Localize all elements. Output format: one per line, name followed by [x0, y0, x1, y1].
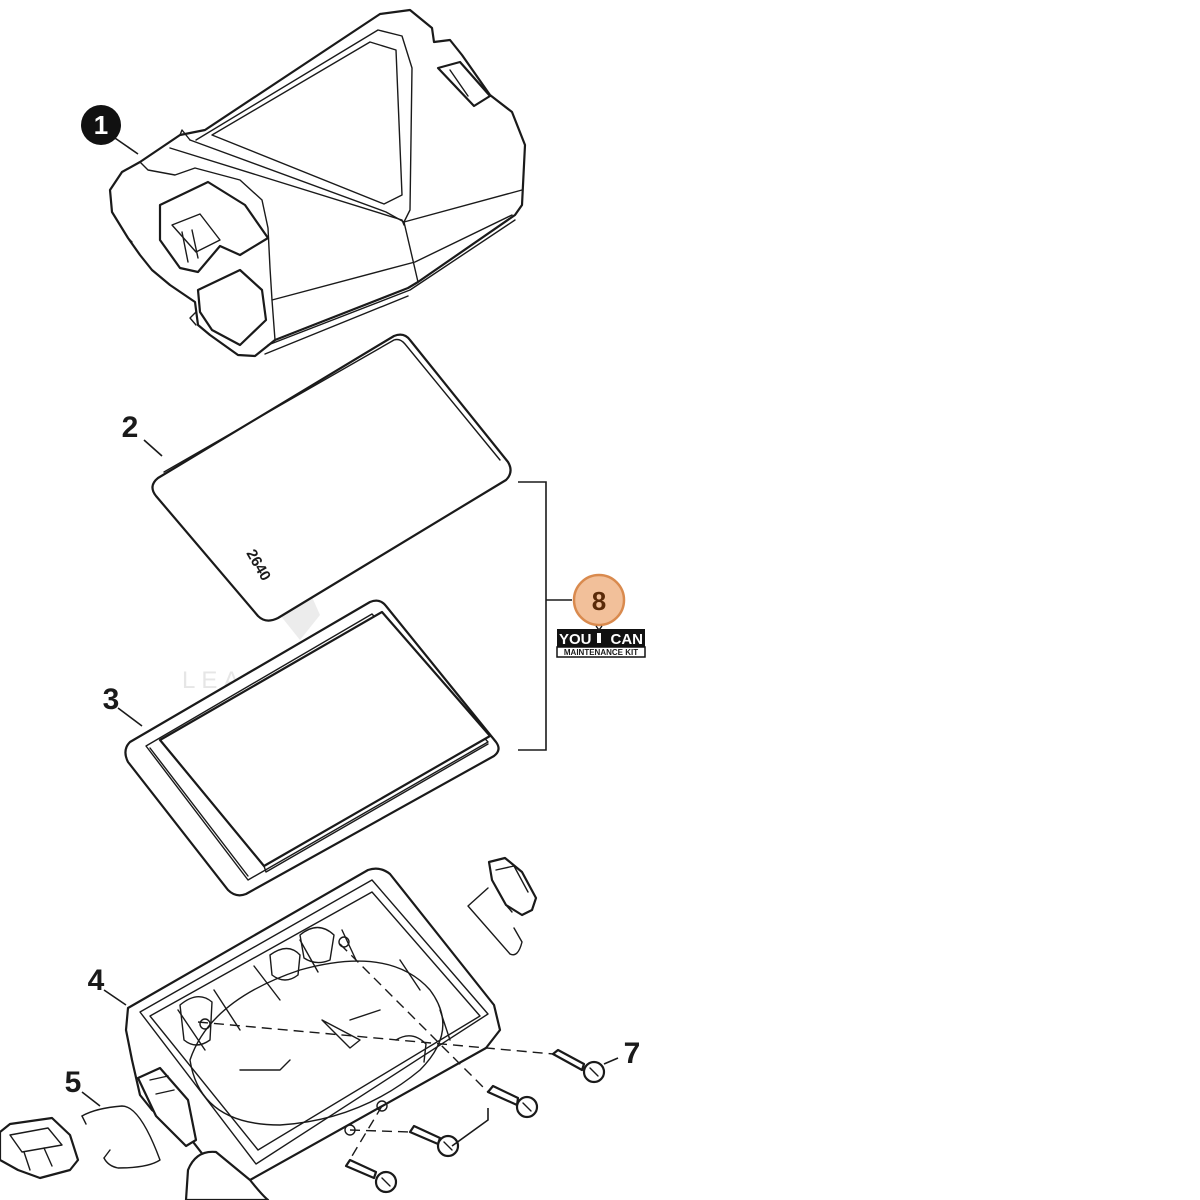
callout-5-text[interactable]: 5 — [65, 1066, 82, 1099]
callout-1-text: 1 — [94, 110, 108, 140]
callout-3-text[interactable]: 3 — [103, 683, 120, 716]
callout-8-badge — [572, 573, 626, 627]
callout-8-kit[interactable]: 8 YOU CAN MAINTENANCE KIT — [556, 573, 646, 658]
callout-1-badge — [81, 105, 121, 145]
part-4-filter-housing[interactable] — [124, 867, 502, 1200]
callout-1[interactable]: 1 — [81, 105, 121, 145]
callout-2-text[interactable]: 2 — [122, 411, 139, 444]
part-3-filter-element[interactable] — [124, 599, 500, 897]
callout-4-text[interactable]: 4 — [88, 964, 105, 997]
maintenance-kit-logo: YOU CAN MAINTENANCE KIT — [556, 625, 646, 658]
part-1-air-filter-cover[interactable] — [108, 8, 527, 358]
part-7-screws[interactable] — [197, 943, 606, 1194]
spark-icon — [595, 625, 603, 632]
callout-7-text[interactable]: 7 — [624, 1037, 641, 1070]
screw-2[interactable] — [486, 1084, 539, 1119]
logo-you-text: YOU — [559, 631, 592, 648]
screw-3[interactable] — [408, 1124, 460, 1158]
screw-1[interactable] — [551, 1048, 606, 1084]
screw-4[interactable] — [344, 1158, 398, 1194]
part-5-spring-wire[interactable] — [81, 887, 523, 1169]
part-5-latch[interactable] — [0, 856, 538, 1180]
logo-maintenance-kit-text: MAINTENANCE KIT — [564, 648, 638, 657]
wrench-icon — [597, 633, 601, 643]
logo-can-text: CAN — [611, 631, 644, 648]
callout-leaders — [81, 135, 619, 1107]
part-2-pre-filter[interactable]: 2640 — [151, 333, 512, 622]
callout-8-text: 8 — [592, 586, 606, 616]
